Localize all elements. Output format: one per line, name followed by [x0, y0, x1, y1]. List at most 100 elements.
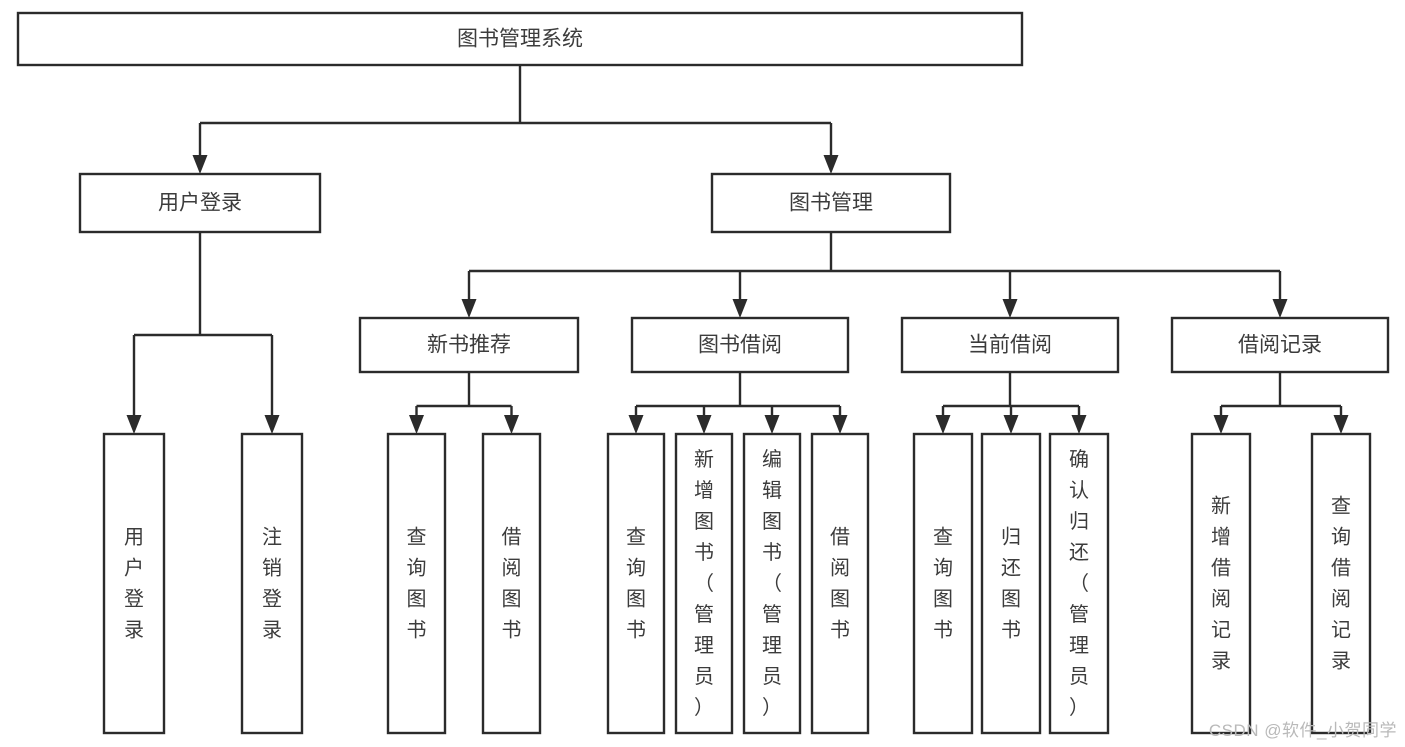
node-box-leaf-query-book-cur — [912, 432, 974, 735]
svg-text:归: 归 — [1069, 510, 1089, 533]
arrow-head-icon — [409, 415, 424, 434]
connectors-layer — [126, 65, 1349, 434]
node-box-leaf-add-book-admin — [674, 432, 734, 735]
svg-text:书: 书 — [694, 541, 714, 564]
svg-text:查: 查 — [1331, 494, 1351, 517]
node-box-leaf-borrow-book — [810, 432, 870, 735]
node-box-book-manage — [710, 172, 952, 234]
arrow-head-icon — [628, 415, 644, 434]
node-label-new-book-recommend: 新书推荐 — [427, 334, 511, 357]
node-label-root: 图书管理系统 — [457, 28, 583, 51]
node-book-borrow[interactable]: 图书借阅 — [630, 316, 850, 374]
svg-text:管: 管 — [762, 603, 782, 626]
svg-text:登: 登 — [262, 587, 282, 610]
node-label-current-borrow: 当前借阅 — [968, 334, 1052, 357]
node-current-borrow[interactable]: 当前借阅 — [900, 316, 1120, 374]
node-user-login[interactable]: 用户登录 — [78, 172, 322, 234]
node-book-manage[interactable]: 图书管理 — [710, 172, 952, 234]
svg-text:理: 理 — [694, 635, 714, 657]
svg-text:图: 图 — [762, 511, 782, 533]
svg-text:询: 询 — [626, 556, 646, 579]
node-box-leaf-edit-book-admin — [742, 432, 802, 735]
node-leaf-user-login[interactable]: 用户登录 — [102, 432, 166, 735]
svg-text:还: 还 — [1069, 541, 1089, 564]
svg-text:借: 借 — [830, 525, 850, 548]
arrow-head-icon — [1333, 415, 1349, 434]
node-box-leaf-borrow-book-rec — [481, 432, 542, 735]
svg-text:询: 询 — [933, 556, 953, 579]
svg-text:书: 书 — [502, 618, 522, 641]
node-box-current-borrow — [900, 316, 1120, 374]
node-label-book-borrow: 图书借阅 — [698, 334, 782, 357]
svg-text:阅: 阅 — [830, 556, 850, 579]
svg-text:阅: 阅 — [502, 556, 522, 579]
node-label-user-login: 用户登录 — [158, 192, 242, 215]
node-box-leaf-user-login — [102, 432, 166, 735]
node-label-leaf-user-login: 用户登录 — [124, 526, 144, 641]
svg-text:员: 员 — [694, 666, 714, 688]
svg-text:理: 理 — [1069, 635, 1089, 657]
node-root[interactable]: 图书管理系统 — [16, 11, 1024, 67]
svg-text:书: 书 — [830, 618, 850, 641]
svg-text:记: 记 — [1331, 618, 1351, 641]
node-box-leaf-query-borrow-record — [1310, 432, 1372, 735]
node-box-leaf-query-book-rec — [386, 432, 447, 735]
node-borrow-record[interactable]: 借阅记录 — [1170, 316, 1390, 374]
svg-text:查: 查 — [933, 525, 953, 548]
svg-text:图: 图 — [933, 588, 953, 610]
svg-text:查: 查 — [626, 525, 646, 548]
node-box-leaf-add-borrow-record — [1190, 432, 1252, 735]
svg-text:户: 户 — [124, 556, 144, 579]
node-box-borrow-record — [1170, 316, 1390, 374]
svg-text:还: 还 — [1001, 556, 1021, 579]
arrow-head-icon — [264, 415, 280, 434]
svg-text:销: 销 — [262, 556, 282, 579]
svg-text:录: 录 — [1331, 650, 1351, 672]
svg-text:阅: 阅 — [1331, 587, 1351, 610]
svg-text:借: 借 — [1331, 556, 1351, 579]
svg-text:录: 录 — [1211, 650, 1231, 672]
arrow-head-icon — [1003, 415, 1019, 434]
node-box-leaf-logout-login — [240, 432, 304, 735]
arrow-head-icon — [1213, 415, 1229, 434]
node-new-book-recommend[interactable]: 新书推荐 — [358, 316, 580, 374]
svg-text:图: 图 — [502, 588, 522, 610]
svg-text:图: 图 — [830, 588, 850, 610]
svg-text:借: 借 — [502, 525, 522, 548]
arrow-head-icon — [461, 299, 477, 318]
arrow-head-icon — [935, 415, 951, 434]
svg-text:询: 询 — [407, 556, 427, 579]
svg-text:员: 员 — [762, 666, 782, 688]
node-box-user-login — [78, 172, 322, 234]
svg-text:询: 询 — [1331, 525, 1351, 548]
svg-text:编: 编 — [762, 448, 782, 471]
svg-text:增: 增 — [1211, 525, 1231, 548]
svg-text:员: 员 — [1069, 666, 1089, 688]
svg-text:理: 理 — [762, 635, 782, 657]
svg-text:登: 登 — [124, 587, 144, 610]
node-label-book-manage: 图书管理 — [789, 192, 873, 215]
svg-text:书: 书 — [1001, 618, 1021, 641]
node-box-leaf-query-book-borrow — [606, 432, 666, 735]
